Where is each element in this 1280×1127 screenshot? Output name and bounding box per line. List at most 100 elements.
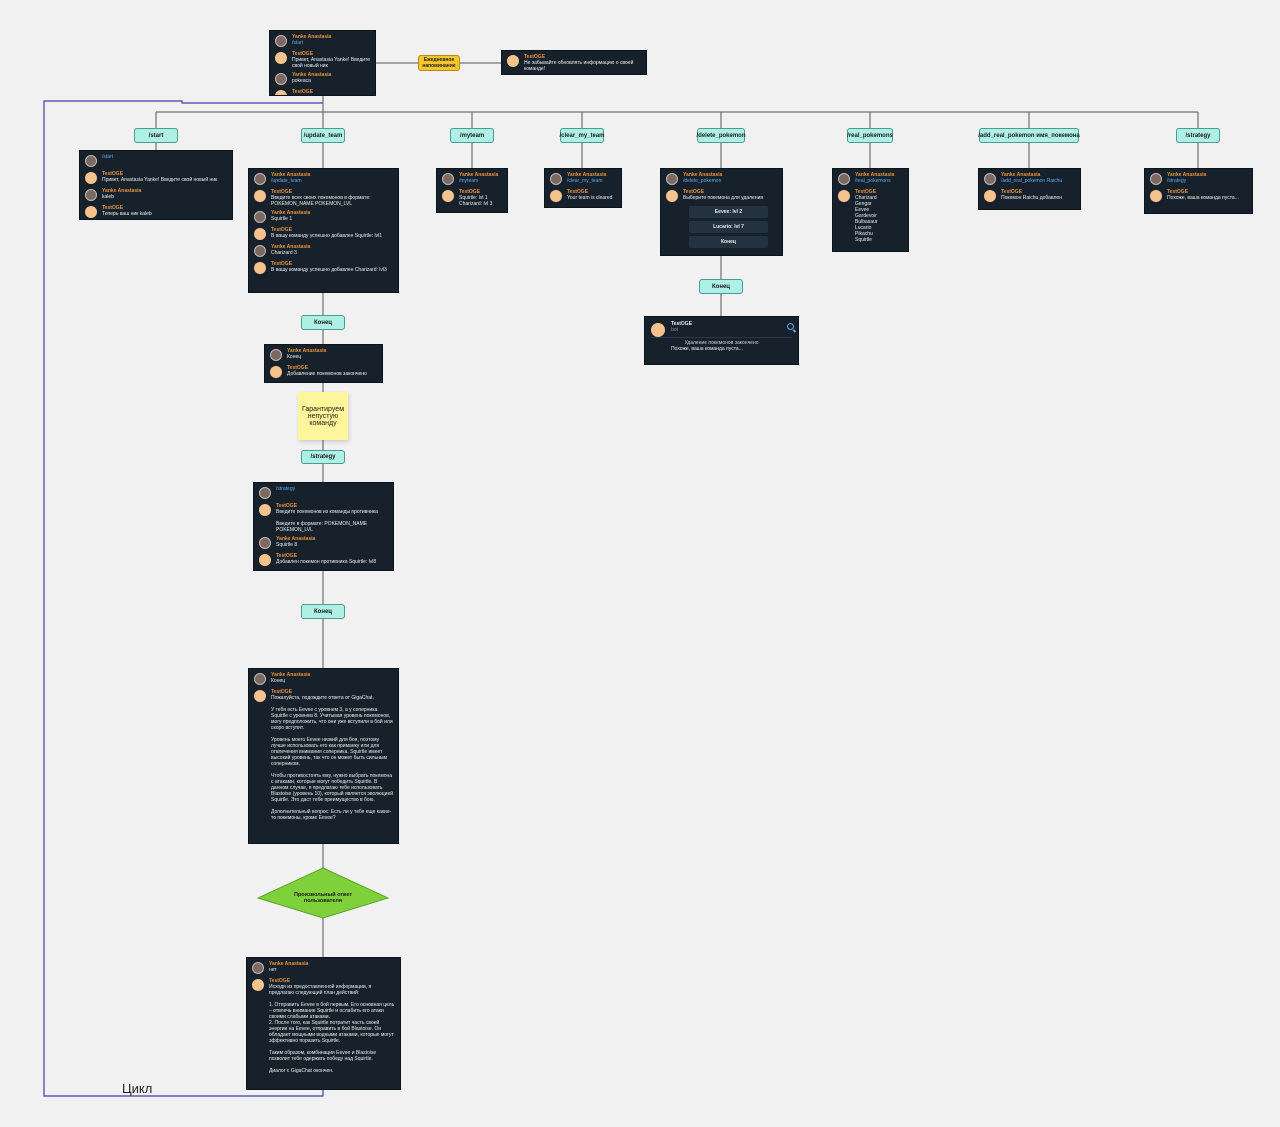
- message-text: /add_real_pokemon Raichu: [1001, 178, 1063, 184]
- user-message: Yanke Anastasia/clear_my_team: [549, 172, 617, 186]
- message-text: Введите покемонов из команды противника …: [276, 509, 378, 533]
- command-node-myteam: /myteam: [450, 128, 494, 143]
- message-text: Привет, Anastasia Yanke! Введите свой но…: [292, 57, 372, 69]
- message-text: Charizard 3: [271, 250, 297, 256]
- bot-avatar: [254, 262, 266, 274]
- message-text: Похоже, ваша команда пуста...: [1167, 195, 1239, 201]
- sticky-note: Гарантируем непустую команду: [298, 392, 348, 440]
- message-text: Конец: [271, 678, 286, 684]
- sender-name: TestOGE: [459, 189, 481, 195]
- user-message: Yanke Anastasia/strategy: [1149, 172, 1248, 186]
- command-node-real-pokemons: /real_pokemons: [847, 128, 893, 143]
- message-text: Your team is cleared: [567, 195, 613, 201]
- sender-name: TestOGE: [102, 205, 124, 211]
- sender-name: Yanke Anastasia: [269, 961, 309, 967]
- message-text: Charizard Gengar Eevee Gardevoir Bulbasa…: [855, 195, 878, 243]
- result-line-2: Похоже, ваша команда пуста...: [671, 346, 743, 352]
- message-text: нет: [269, 967, 277, 973]
- sender-name: TestOGE: [292, 51, 314, 57]
- user-message: Yanke Anastasia/real_pokemons: [837, 172, 904, 186]
- daily-reminder-node: Ежедневное напоминание: [418, 55, 460, 71]
- sender-name: Yanke Anastasia: [855, 172, 895, 178]
- command-node-delete-pokemon: /delete_pokemon: [697, 128, 746, 143]
- sender-name: TestOGE: [287, 365, 309, 371]
- bot-avatar: [442, 190, 454, 202]
- inline-keyboard-button[interactable]: Lucario: lvl 7: [689, 221, 768, 233]
- decision-diamond: [256, 867, 390, 919]
- sender-name: TestOGE: [271, 227, 293, 233]
- user-message: Yanke Anastasia/myteam: [441, 172, 503, 186]
- message-text: /clear_my_team: [567, 178, 603, 184]
- search-icon[interactable]: [787, 323, 794, 330]
- inline-keyboard-button[interactable]: Eevee: lvl 2: [689, 206, 768, 218]
- bot-avatar: [252, 979, 264, 991]
- result-bot-sub: bot: [671, 327, 678, 333]
- user-avatar: [666, 173, 678, 185]
- message-text: Пожалуйста, подождите ответа от GigaChat…: [271, 695, 394, 821]
- sender-name: TestOGE: [276, 503, 298, 509]
- message-text: Добавлен покемон противника Squirtle: lv…: [276, 559, 377, 565]
- bot-avatar: [270, 366, 282, 378]
- sender-name: Yanke Anastasia: [292, 72, 332, 78]
- delete-result-window: TestOGE bot Удаление покемонов закончено…: [644, 316, 799, 365]
- message-text: Исходя из предоставленной информации, я …: [269, 984, 395, 1074]
- bot-avatar: [254, 690, 266, 702]
- user-avatar: [1150, 173, 1162, 185]
- bot-avatar: [666, 190, 678, 202]
- message-text: /delete_pokemon: [683, 178, 722, 184]
- bot-avatar: [275, 90, 287, 95]
- inline-keyboard-button[interactable]: Конец: [689, 236, 768, 248]
- user-avatar: [254, 173, 266, 185]
- message-text: Теперь ваш ник kaleb: [102, 211, 152, 217]
- sender-name: TestOGE: [524, 54, 546, 60]
- user-avatar: [259, 537, 271, 549]
- cycle-label: Цикл: [122, 1081, 153, 1096]
- command-node-start: /start: [134, 128, 178, 143]
- delete-end-node: Конец: [699, 279, 743, 294]
- message-text: Squirtle 8: [276, 542, 298, 548]
- bot-avatar: [85, 172, 97, 184]
- message-text: /start: [102, 154, 114, 160]
- user-avatar: [254, 211, 266, 223]
- sender-name: Yanke Anastasia: [271, 210, 311, 216]
- strategy-node: /strategy: [301, 450, 345, 464]
- sender-name: TestOGE: [271, 261, 293, 267]
- message-text: В вашу команду успешно добавлен Charizar…: [271, 267, 387, 273]
- bot-avatar: [1150, 190, 1162, 202]
- user-avatar: [254, 673, 266, 685]
- sender-name: Yanke Anastasia: [567, 172, 607, 178]
- user-avatar: [442, 173, 454, 185]
- bot-avatar: [254, 228, 266, 240]
- message-text: Введите всех своих покемонов в формате: …: [271, 195, 371, 207]
- sender-name: TestOGE: [1167, 189, 1189, 195]
- message-text: Выберите покемона для удаления: [683, 195, 764, 201]
- sender-name: Yanke Anastasia: [271, 672, 311, 678]
- user-message: Yanke Anastasia/add_real_pokemon Raichu: [983, 172, 1076, 186]
- message-text: Покемон Raichu добавлен: [1001, 195, 1062, 201]
